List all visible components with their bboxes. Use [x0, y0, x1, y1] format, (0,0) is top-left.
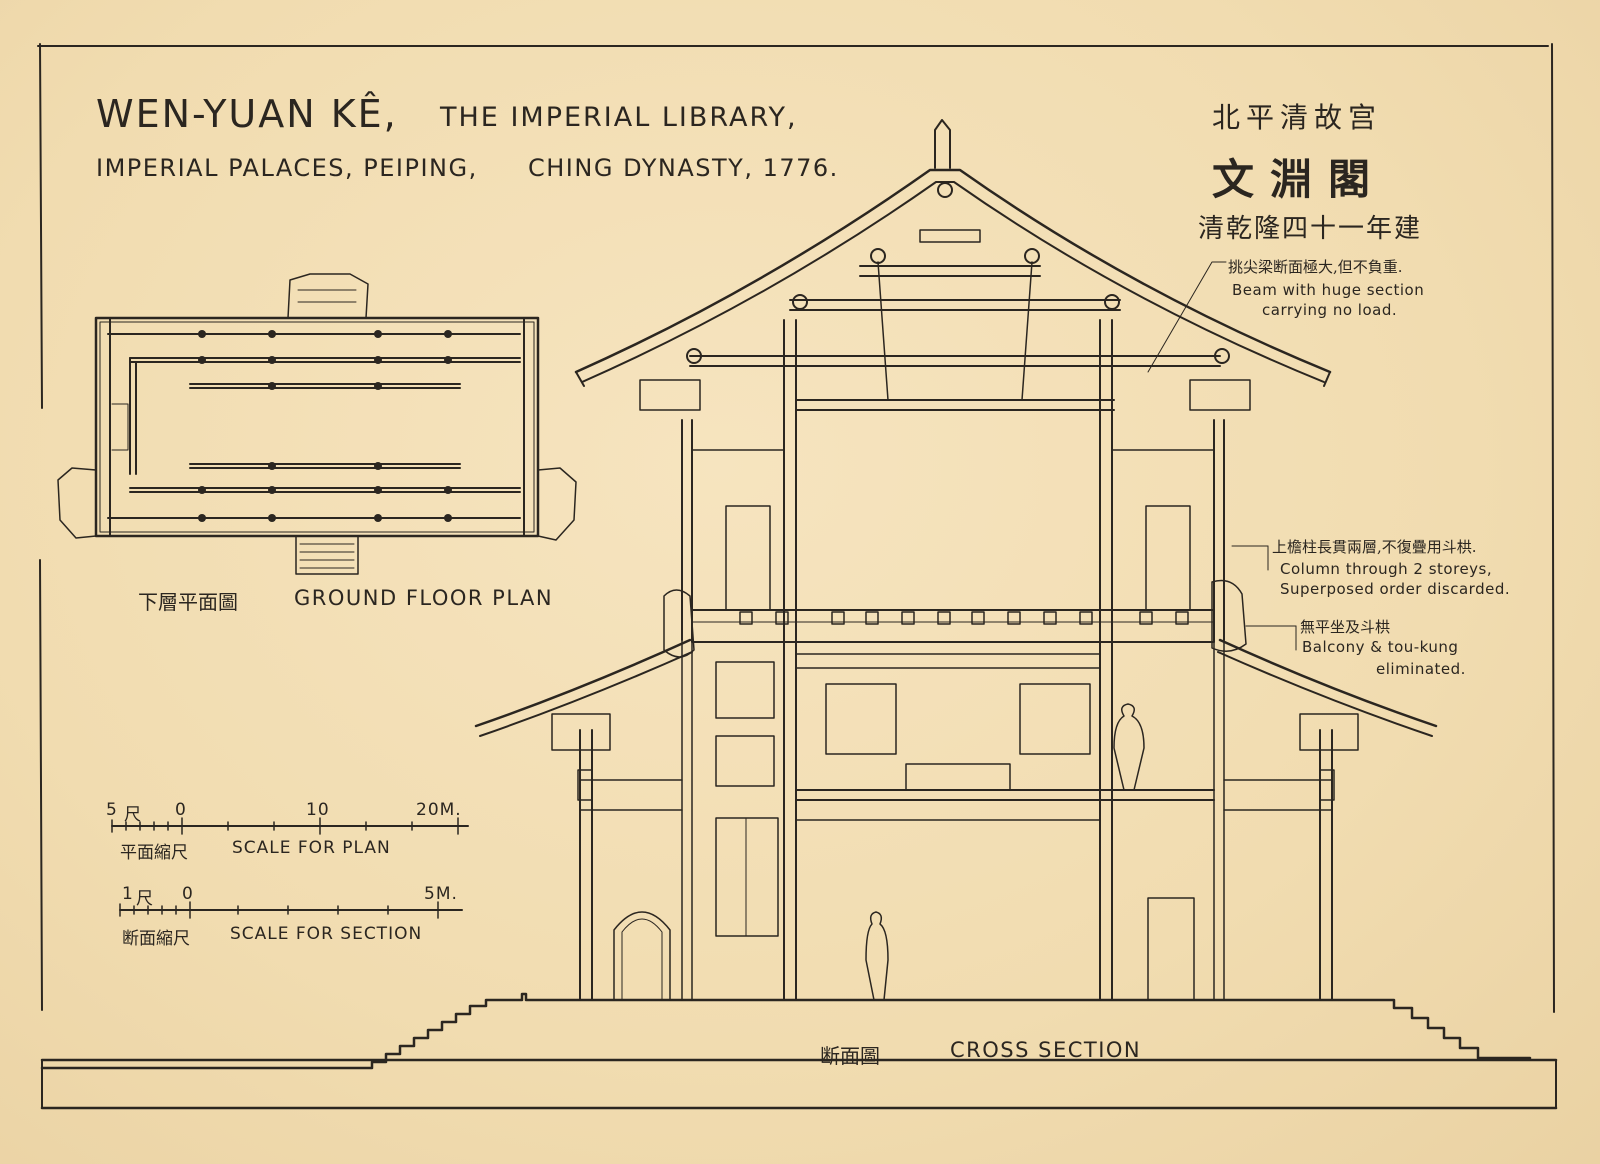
section-scale-tick-5: 5M.: [424, 884, 458, 904]
chinese-title-line2: 文淵閣: [1212, 155, 1387, 204]
section-caption-en: CROSS SECTION: [950, 1038, 1142, 1062]
section-scale-tick-1: 1: [122, 884, 134, 904]
ground-floor-plan: [57, 273, 577, 575]
scale-bars: [111, 817, 469, 919]
plan-scale-label-en: SCALE FOR PLAN: [232, 838, 391, 858]
title-line1-rest: THE IMPERIAL LIBRARY,: [440, 102, 798, 133]
section-scale-mid: 尺: [136, 889, 154, 909]
chinese-title-line1: 北平清故宫: [1212, 101, 1383, 134]
balcony-note-en2: eliminated.: [1376, 660, 1466, 678]
beam-note-en2: carrying no load.: [1262, 301, 1398, 319]
balcony-note-en1: Balcony & tou-kung: [1302, 638, 1459, 656]
section-scale-tick-0: 0: [182, 884, 194, 904]
plan-scale-tick-20: 20M.: [416, 800, 462, 820]
cross-section: [40, 119, 1532, 1070]
title-line2-main: IMPERIAL PALACES, PEIPING,: [96, 154, 478, 182]
column-note-en1: Column through 2 storeys,: [1280, 560, 1493, 578]
beam-note-cn: 挑尖梁断面極大,但不負重.: [1228, 258, 1403, 276]
section-caption-cn: 断面圖: [820, 1044, 880, 1068]
plan-caption-en: GROUND FLOOR PLAN: [294, 586, 554, 610]
chinese-title-line3: 清乾隆四十一年建: [1198, 214, 1423, 244]
balcony-note-cn: 無平坐及斗栱: [1300, 618, 1391, 636]
plan-scale-tick-5: 5: [106, 800, 118, 820]
beam-note-en1: Beam with huge section: [1232, 281, 1425, 299]
section-scale-label-en: SCALE FOR SECTION: [230, 924, 423, 944]
column-note-cn: 上檐柱長貫兩層,不復疊用斗栱.: [1272, 538, 1477, 556]
column-note-en2: Superposed order discarded.: [1280, 580, 1511, 598]
section-scale-label-cn: 断面縮尺: [122, 929, 190, 949]
plan-scale-tick-0: 0: [175, 800, 187, 820]
plan-scale-tick-10: 10: [306, 800, 330, 820]
title-line1-main: WEN-YUAN KÊ,: [96, 92, 398, 136]
title-line2-rest: CHING DYNASTY, 1776.: [528, 154, 839, 182]
plan-scale-mid: 尺: [124, 805, 142, 825]
plan-scale-label-cn: 平面縮尺: [120, 843, 188, 863]
plan-caption-cn: 下層平面圖: [138, 590, 238, 614]
